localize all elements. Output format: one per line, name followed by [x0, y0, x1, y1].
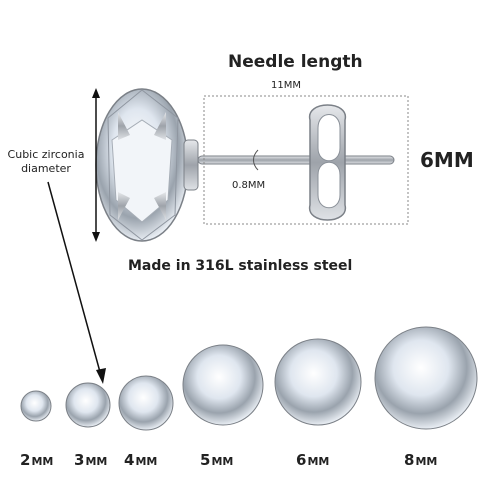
- gem-diameter-line2: diameter: [21, 162, 71, 175]
- size-stud-4mm: [118, 375, 174, 431]
- needle-diameter-label: 0.8MM: [232, 180, 266, 191]
- needle-diameter-marker: [253, 149, 259, 171]
- size-number: 8: [404, 451, 415, 469]
- size-label-6mm: 6MM: [296, 450, 329, 469]
- size-unit: MM: [85, 455, 108, 468]
- earring-back: [309, 104, 346, 221]
- size-unit: MM: [211, 455, 234, 468]
- back-width-label: 6MM: [420, 148, 474, 172]
- size-number: 6: [296, 451, 307, 469]
- size-stud-5mm: [182, 344, 264, 426]
- size-number: 5: [200, 451, 211, 469]
- dimension-lines: [203, 95, 409, 225]
- size-label-3mm: 3MM: [74, 450, 107, 469]
- size-unit: MM: [415, 455, 438, 468]
- size-stud-6mm: [274, 338, 362, 426]
- stud-prongs: [118, 112, 199, 220]
- arrow-line: [47, 181, 101, 373]
- needle-length-value: 11MM: [271, 80, 301, 91]
- stud-gem: [95, 88, 189, 242]
- size-stud-8mm: [374, 326, 478, 430]
- material-label: Made in 316L stainless steel: [128, 258, 353, 274]
- size-number: 4: [124, 451, 135, 469]
- size-label-8mm: 8MM: [404, 450, 437, 469]
- gem-diameter-line1: Cubic zirconia: [7, 148, 85, 161]
- size-number: 3: [74, 451, 85, 469]
- size-number: 2: [20, 451, 31, 469]
- arrow-head: [96, 368, 106, 384]
- size-unit: MM: [135, 455, 158, 468]
- size-label-4mm: 4MM: [124, 450, 157, 469]
- size-label-5mm: 5MM: [200, 450, 233, 469]
- size-stud-2mm: [20, 390, 52, 422]
- size-unit: MM: [307, 455, 330, 468]
- earring-post: [197, 155, 395, 165]
- size-unit: MM: [31, 455, 54, 468]
- size-stud-3mm: [65, 382, 111, 428]
- size-label-2mm: 2MM: [20, 450, 53, 469]
- needle-length-title: Needle length: [228, 52, 363, 72]
- gem-diameter-label: Cubic zirconia diameter: [4, 148, 88, 176]
